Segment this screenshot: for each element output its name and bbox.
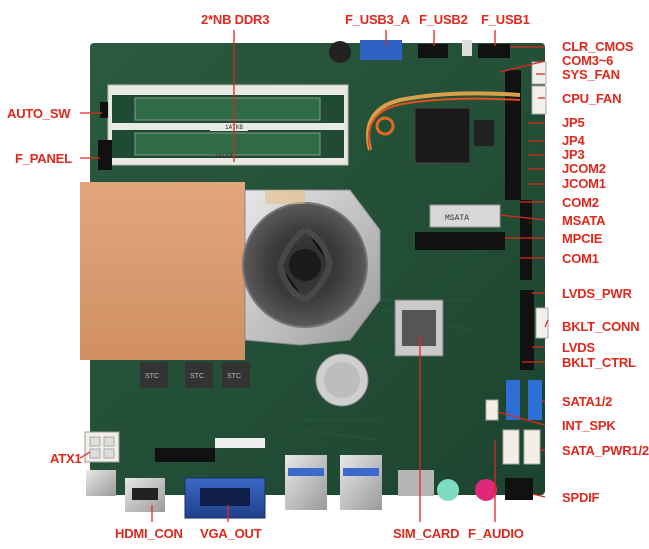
label-clr-cmos: CLR_CMOS [562, 39, 634, 54]
label-jp3: JP3 [562, 147, 585, 162]
label-lvds-pwr: LVDS_PWR [562, 286, 632, 301]
dimm-slots: 1ATKB 1ALKA [107, 84, 349, 166]
rear-io [86, 438, 533, 519]
label-msata: MSATA [562, 213, 606, 228]
label-f-usb2: F_USB2 [419, 12, 468, 27]
label-auto-sw: AUTO_SW [7, 106, 71, 121]
stc-print-3: STC [227, 373, 241, 380]
inductors: STC STC STC [140, 362, 250, 388]
label-f-usb3-a: F_USB3_A [345, 12, 410, 27]
label-sata-pwr1-2: SATA_PWR1/2 [562, 443, 649, 458]
mini-slots: MSATA [415, 204, 505, 250]
label-jp5: JP5 [562, 115, 585, 130]
stc-print-2: STC [190, 373, 204, 380]
label-int-spk: INT_SPK [562, 418, 616, 433]
label-sim-card: SIM_CARD [393, 526, 460, 541]
label-bklt-ctrl: BKLT_CTRL [562, 355, 636, 370]
label-ddr3: 2*NB DDR3 [201, 12, 270, 27]
fan-connectors [531, 61, 549, 339]
label-sata1-2: SATA1/2 [562, 394, 613, 409]
right-headers [98, 70, 534, 370]
dimm-print-2: 1ALKA [215, 153, 233, 160]
fan-cable [366, 91, 521, 151]
label-f-usb1: F_USB1 [481, 12, 530, 27]
cpu-fan-assembly [242, 189, 381, 346]
copper-heatsink [80, 182, 245, 360]
label-spdif: SPDIF [562, 490, 600, 505]
sata-power [485, 399, 541, 465]
label-f-panel: F_PANEL [15, 151, 72, 166]
label-sys-fan: SYS_FAN [562, 67, 620, 82]
label-com3-6: COM3~6 [562, 53, 614, 68]
stc-print-1: STC [145, 373, 159, 380]
label-mpcie: MPCIE [562, 231, 603, 246]
label-vga-out: VGA_OUT [200, 526, 262, 541]
msata-print: MSATA [445, 214, 469, 223]
label-cpu-fan: CPU_FAN [562, 91, 622, 106]
label-bklt-conn: BKLT_CONN [562, 319, 640, 334]
label-f-audio: F_AUDIO [468, 526, 524, 541]
label-lvds: LVDS [562, 340, 595, 355]
label-jp4: JP4 [562, 133, 585, 148]
sata-ports [506, 380, 542, 420]
chipset [414, 107, 471, 164]
label-jcom2: JCOM2 [562, 161, 606, 176]
label-com1: COM1 [562, 251, 599, 266]
label-jcom1: JCOM1 [562, 176, 606, 191]
label-atx1: ATX1 [50, 451, 82, 466]
label-com2: COM2 [562, 195, 599, 210]
leader-lines [79, 30, 549, 522]
usb-headers [329, 40, 510, 63]
label-hdmi-con: HDMI_CON [115, 526, 183, 541]
